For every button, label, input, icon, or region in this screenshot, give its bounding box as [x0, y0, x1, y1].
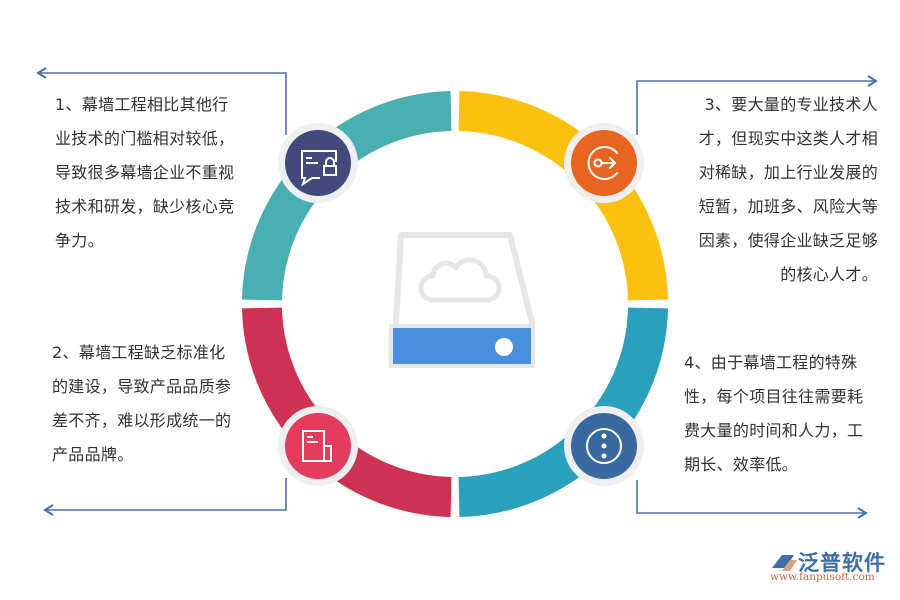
item-2-line: 产品品牌。	[52, 445, 134, 464]
item-4-line: 4、由于幕墙工程的特殊	[684, 353, 858, 372]
item-1-line: 技术和研发，缺少核心竞	[55, 197, 235, 216]
item-3-line: 的核心人才。	[780, 265, 878, 284]
cloud-drive-icon	[389, 232, 535, 368]
item-1-line: 导致很多幕墙企业不重视	[55, 163, 235, 182]
item-3-line: 因素，使得企业缺乏足够	[698, 231, 878, 250]
fanpu-logo: 泛普软件 www.fanpusoft.com	[768, 547, 893, 587]
logo-brand-text: 泛普软件	[798, 551, 886, 575]
item-2-line: 差不齐，难以形成统一的	[52, 411, 232, 430]
item-1-icon-badge	[278, 123, 358, 203]
item-1-line: 争力。	[55, 231, 104, 250]
logo-url-text: www.fanpusoft.com	[770, 571, 875, 583]
item-1-line: 业技术的门槛相对较低，	[55, 129, 235, 148]
arrow-top-left	[36, 67, 287, 135]
key-exit-icon	[587, 146, 618, 180]
chat-lock-icon	[301, 150, 337, 187]
item-4-line: 性，每个项目往往需要耗	[684, 387, 864, 406]
item-3-line: 对稀缺，加上行业发展的	[698, 163, 878, 182]
arrow-bottom-right	[636, 480, 868, 519]
item-2-line: 的建设，导致产品品质参	[52, 377, 232, 396]
item-3-text: 3、要大量的专业技术人 才，但现实中这类人才相 对稀缺，加上行业发展的 短暂，加…	[668, 88, 878, 292]
fanpu-logo-mark	[772, 555, 797, 571]
item-3-line: 3、要大量的专业技术人	[704, 95, 878, 114]
item-4-line: 费大量的时间和人力，工	[684, 421, 864, 440]
item-3-line: 才，但现实中这类人才相	[698, 129, 878, 148]
arrow-bottom-left	[43, 478, 287, 516]
item-4-line: 期长、效率低。	[684, 455, 799, 474]
item-2-icon-badge	[278, 406, 358, 486]
document-icon	[302, 430, 332, 462]
item-2-line: 2、幕墙工程缺乏标准化	[52, 343, 226, 362]
arrow-top-right	[636, 75, 878, 135]
item-4-icon-badge	[564, 406, 644, 486]
item-1-text: 1、幕墙工程相比其他行 业技术的门槛相对较低， 导致很多幕墙企业不重视 技术和研…	[55, 88, 234, 258]
item-4-text: 4、由于幕墙工程的特殊 性，每个项目往往需要耗 费大量的时间和人力，工 期长、效…	[684, 346, 863, 482]
item-2-text: 2、幕墙工程缺乏标准化 的建设，导致产品品质参 差不齐，难以形成统一的 产品品牌…	[52, 336, 231, 472]
item-3-icon-badge	[564, 123, 644, 203]
item-3-line: 短暂，加班多、风险大等	[698, 197, 878, 216]
more-dots-icon	[586, 428, 622, 464]
item-1-line: 1、幕墙工程相比其他行	[55, 95, 229, 114]
